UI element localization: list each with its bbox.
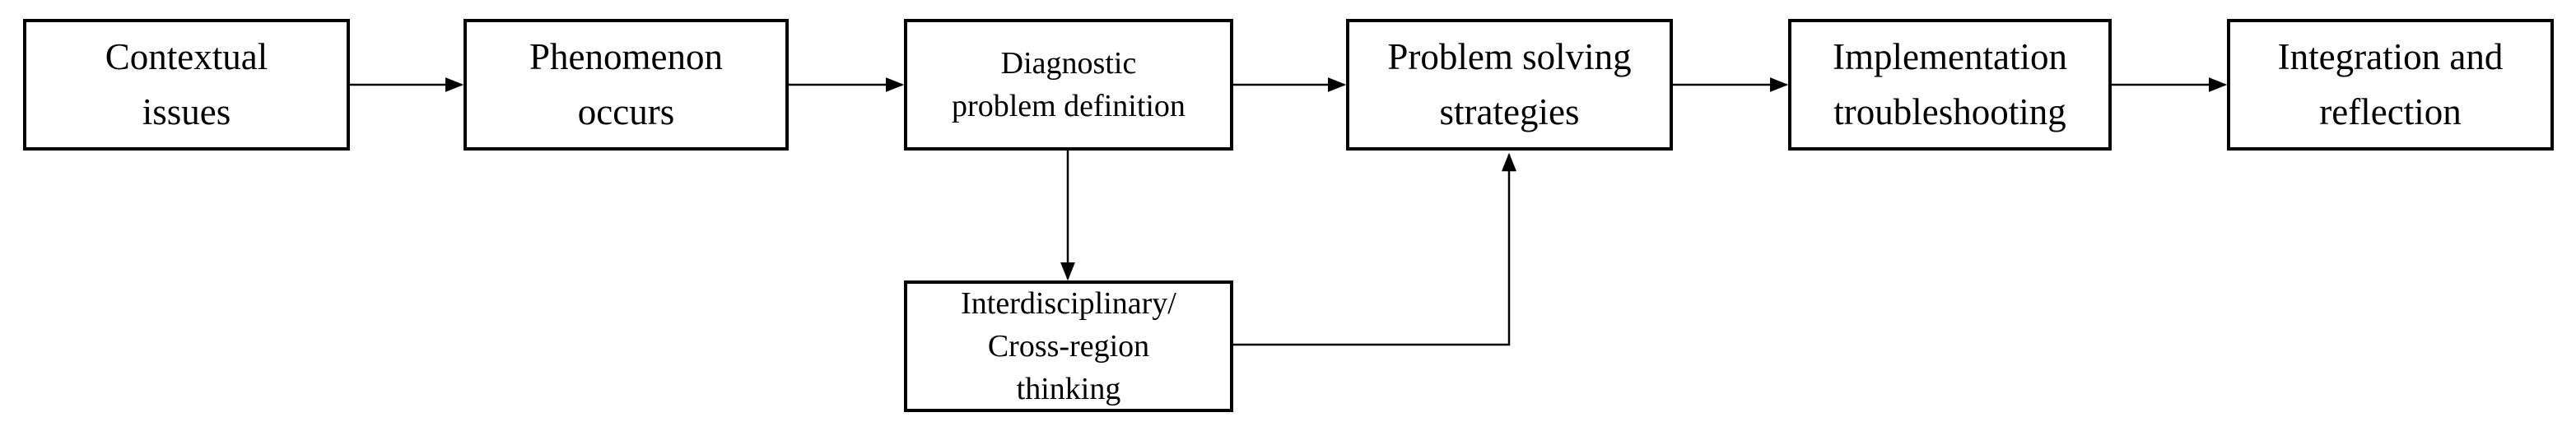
node-problem-solving-strategies: Problem solving strategies <box>1346 19 1673 151</box>
node-phenomenon-occurs: Phenomenon occurs <box>463 19 789 151</box>
node-label: Integration and reflection <box>2277 35 2504 133</box>
arrow-interdisciplinary-to-problem-solving <box>1233 152 1516 346</box>
node-implementation-troubleshooting: Implementation troubleshooting <box>1788 19 2112 151</box>
node-label: Contextual issues <box>105 35 268 133</box>
node-label: Problem solving strategies <box>1387 35 1632 133</box>
node-label: Diagnostic problem definition <box>952 45 1186 123</box>
node-diagnostic-problem-definition: Diagnostic problem definition <box>904 19 1233 151</box>
node-label: Implementation troubleshooting <box>1833 35 2067 133</box>
node-label: Phenomenon occurs <box>529 35 723 133</box>
node-contextual-issues: Contextual issues <box>23 19 350 151</box>
node-label: Interdisciplinary/ Cross-region thinking <box>961 285 1176 407</box>
node-integration-and-reflection: Integration and reflection <box>2227 19 2554 151</box>
node-interdisciplinary-cross-region-thinking: Interdisciplinary/ Cross-region thinking <box>904 280 1233 412</box>
